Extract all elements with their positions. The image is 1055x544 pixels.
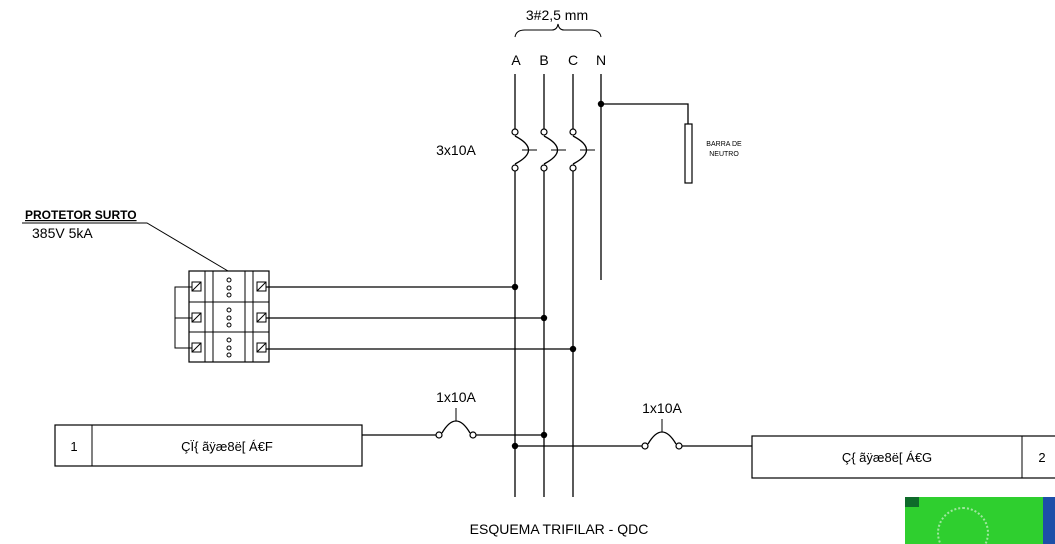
corner-dark-patch bbox=[905, 497, 919, 507]
circuit-2-box bbox=[751, 435, 1055, 479]
junction-circuit-2 bbox=[511, 442, 519, 450]
circuit-2-number: 2 bbox=[1038, 450, 1045, 465]
junction-spd-b bbox=[540, 314, 548, 322]
branch-breaker-2-label: 1x10A bbox=[642, 400, 682, 416]
cable-spec-label: 3#2,5 mm bbox=[526, 7, 588, 23]
neutral-bar-wire bbox=[601, 103, 689, 124]
corner-thumbnail-image bbox=[905, 497, 1055, 544]
junction-spd-a bbox=[511, 283, 519, 291]
neutral-bar bbox=[684, 123, 693, 184]
diagram-caption: ESQUEMA TRIFILAR - QDC bbox=[470, 521, 649, 537]
neutral-bar-label-line1: BARRA DE bbox=[706, 141, 742, 148]
junction-spd-c bbox=[569, 345, 577, 353]
phase-label-b: B bbox=[539, 52, 548, 68]
branch-breaker-2 bbox=[641, 419, 683, 450]
surge-protector-title: PROTETOR SURTO bbox=[25, 208, 137, 222]
corner-emblem bbox=[937, 507, 989, 544]
circuit-1-number: 1 bbox=[70, 439, 77, 454]
main-breaker-label: 3x10A bbox=[436, 142, 476, 158]
surge-protector-leader bbox=[22, 222, 229, 272]
neutral-bar-label-line2: NEUTRO bbox=[709, 151, 739, 158]
branch-breaker-1-label: 1x10A bbox=[436, 389, 476, 405]
cable-brace bbox=[514, 23, 602, 38]
phase-label-n: N bbox=[596, 52, 606, 68]
circuit-2-description: Ç{ ãÿæ8ë[ Á€G bbox=[842, 450, 932, 465]
main-breaker bbox=[511, 128, 595, 172]
surge-protector-device bbox=[174, 270, 270, 363]
phase-label-a: A bbox=[511, 52, 521, 68]
branch-breaker-1 bbox=[435, 408, 477, 439]
circuit-1-description: ÇÏ{ ãÿæ8ë[ Á€F bbox=[181, 439, 273, 454]
junction-circuit-1 bbox=[540, 431, 548, 439]
circuit-1-box bbox=[54, 424, 363, 467]
surge-protector-rating: 385V 5kA bbox=[32, 225, 93, 241]
phase-label-c: C bbox=[568, 52, 578, 68]
corner-blue-strip bbox=[1043, 497, 1055, 544]
